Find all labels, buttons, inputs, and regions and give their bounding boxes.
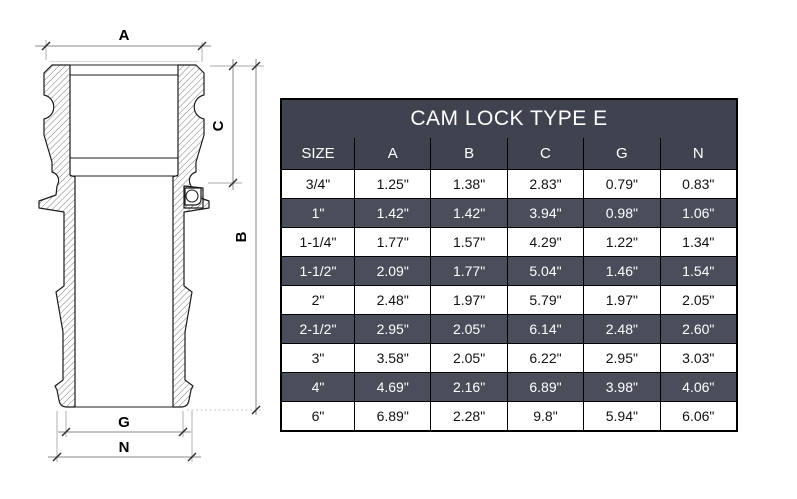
value-cell: 2.48" — [583, 314, 660, 343]
table-row: 2"2.48"1.97"5.79"1.97"2.05" — [282, 285, 736, 314]
value-cell: 2.95" — [354, 314, 431, 343]
value-cell: 2.95" — [583, 343, 660, 372]
value-cell: 1.22" — [583, 227, 660, 256]
dim-label-b: B — [233, 231, 250, 242]
size-cell: 4" — [282, 372, 354, 401]
size-cell: 3" — [282, 343, 354, 372]
column-header-a: A — [354, 138, 431, 169]
dimension-c: C — [208, 59, 264, 190]
size-cell: 2" — [282, 285, 354, 314]
value-cell: 3.58" — [354, 343, 431, 372]
value-cell: 1.54" — [659, 256, 736, 285]
table-row: 1-1/2"2.09"1.77"5.04"1.46"1.54" — [282, 256, 736, 285]
column-header-b: B — [430, 138, 507, 169]
value-cell: 2.05" — [659, 285, 736, 314]
fitting-diagram: A C B G — [35, 27, 264, 462]
value-cell: 6.14" — [506, 314, 584, 343]
size-cell: 1-1/4" — [282, 227, 354, 256]
dim-label-g: G — [118, 414, 130, 431]
value-cell: 0.79" — [583, 169, 660, 198]
right-wall-section — [172, 64, 210, 408]
dimension-n: N — [48, 411, 201, 462]
table-row: 1-1/4"1.77"1.57"4.29"1.22"1.34" — [282, 227, 736, 256]
value-cell: 1.06" — [659, 198, 736, 227]
value-cell: 1.38" — [430, 169, 507, 198]
dimension-g: G — [58, 411, 191, 437]
size-cell: 1" — [282, 198, 354, 227]
value-cell: 6.22" — [506, 343, 584, 372]
value-cell: 3.94" — [506, 198, 584, 227]
value-cell: 1.42" — [354, 198, 431, 227]
value-cell: 4.29" — [506, 227, 584, 256]
table-title-row: CAM LOCK TYPE E — [282, 100, 736, 138]
value-cell: 2.83" — [506, 169, 584, 198]
dim-label-a: A — [119, 27, 130, 44]
value-cell: 6.89" — [506, 372, 584, 401]
cam-pin-hole — [185, 189, 199, 203]
table-row: 3"3.58"2.05"6.22"2.95"3.03" — [282, 343, 736, 372]
value-cell: 5.04" — [506, 256, 584, 285]
column-header-c: C — [506, 138, 584, 169]
dimension-a: A — [35, 27, 211, 62]
value-cell: 2.09" — [354, 256, 431, 285]
fitting-cross-section — [38, 61, 210, 408]
dim-label-n: N — [119, 439, 130, 456]
value-cell: 1.57" — [430, 227, 507, 256]
table-row: 6"6.89"2.28"9.8"5.94"6.06" — [282, 401, 736, 430]
value-cell: 5.79" — [506, 285, 584, 314]
value-cell: 2.05" — [430, 343, 507, 372]
value-cell: 2.28" — [430, 401, 507, 430]
table-row: 1"1.42"1.42"3.94"0.98"1.06" — [282, 198, 736, 227]
value-cell: 5.94" — [583, 401, 660, 430]
column-header-size: SIZE — [282, 138, 354, 169]
value-cell: 0.98" — [583, 198, 660, 227]
value-cell: 2.16" — [430, 372, 507, 401]
value-cell: 3.03" — [659, 343, 736, 372]
column-header-g: G — [583, 138, 660, 169]
column-header-n: N — [659, 138, 736, 169]
table-row: 2-1/2"2.95"2.05"6.14"2.48"2.60" — [282, 314, 736, 343]
value-cell: 1.34" — [659, 227, 736, 256]
value-cell: 3.98" — [583, 372, 660, 401]
value-cell: 1.46" — [583, 256, 660, 285]
size-cell: 2-1/2" — [282, 314, 354, 343]
value-cell: 1.97" — [430, 285, 507, 314]
table-row: 4"4.69"2.16"6.89"3.98"4.06" — [282, 372, 736, 401]
value-cell: 1.97" — [583, 285, 660, 314]
value-cell: 4.06" — [659, 372, 736, 401]
size-cell: 3/4" — [282, 169, 354, 198]
value-cell: 1.77" — [430, 256, 507, 285]
size-cell: 1-1/2" — [282, 256, 354, 285]
value-cell: 6.89" — [354, 401, 431, 430]
value-cell: 9.8" — [506, 401, 584, 430]
value-cell: 0.83" — [659, 169, 736, 198]
dimension-b: B — [187, 59, 264, 415]
value-cell: 1.42" — [430, 198, 507, 227]
table-title: CAM LOCK TYPE E — [282, 100, 736, 138]
value-cell: 6.06" — [659, 401, 736, 430]
value-cell: 2.60" — [659, 314, 736, 343]
value-cell: 2.05" — [430, 314, 507, 343]
value-cell: 1.77" — [354, 227, 431, 256]
value-cell: 1.25" — [354, 169, 431, 198]
size-cell: 6" — [282, 401, 354, 430]
dim-label-c: C — [210, 120, 227, 131]
value-cell: 2.48" — [354, 285, 431, 314]
value-cell: 4.69" — [354, 372, 431, 401]
table-row: 3/4"1.25"1.38"2.83"0.79"0.83" — [282, 169, 736, 198]
left-wall-section — [38, 64, 76, 408]
